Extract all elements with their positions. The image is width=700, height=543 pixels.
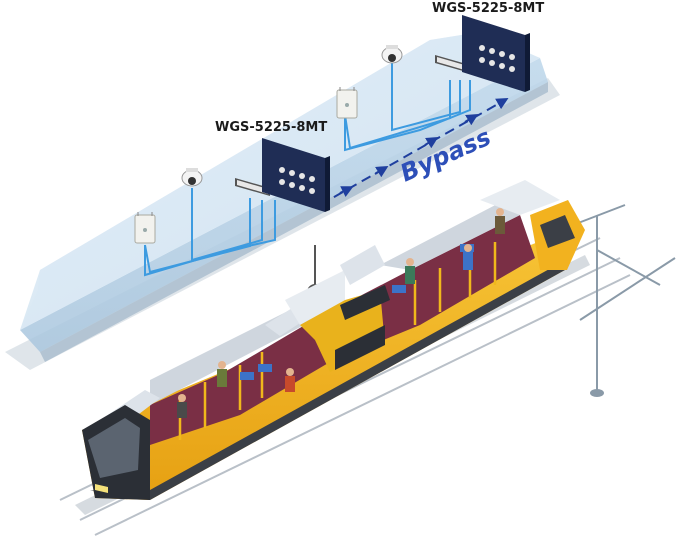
dome-camera-icon	[181, 168, 203, 187]
passenger-figure	[217, 361, 227, 387]
bypass-link	[319, 98, 509, 206]
switch-left-label: WGS-5225-8MT	[215, 120, 327, 135]
cable-network	[144, 62, 471, 277]
industrial-switch-icon	[462, 15, 530, 92]
passenger-figure	[463, 244, 473, 270]
wireless-ap-icon	[134, 212, 156, 244]
passenger-figure	[285, 368, 295, 392]
passenger-info-display-icon	[235, 178, 270, 196]
passenger-figure	[177, 394, 187, 418]
tram	[75, 180, 590, 515]
passenger-figure	[495, 208, 505, 234]
passenger-info-display-icon	[435, 55, 470, 73]
switch-right-label: WGS-5225-8MT	[432, 1, 544, 16]
industrial-switch-icon	[262, 138, 330, 212]
passenger-figure	[405, 258, 415, 284]
wireless-ap-icon	[336, 87, 358, 119]
dome-camera-icon	[381, 45, 403, 64]
